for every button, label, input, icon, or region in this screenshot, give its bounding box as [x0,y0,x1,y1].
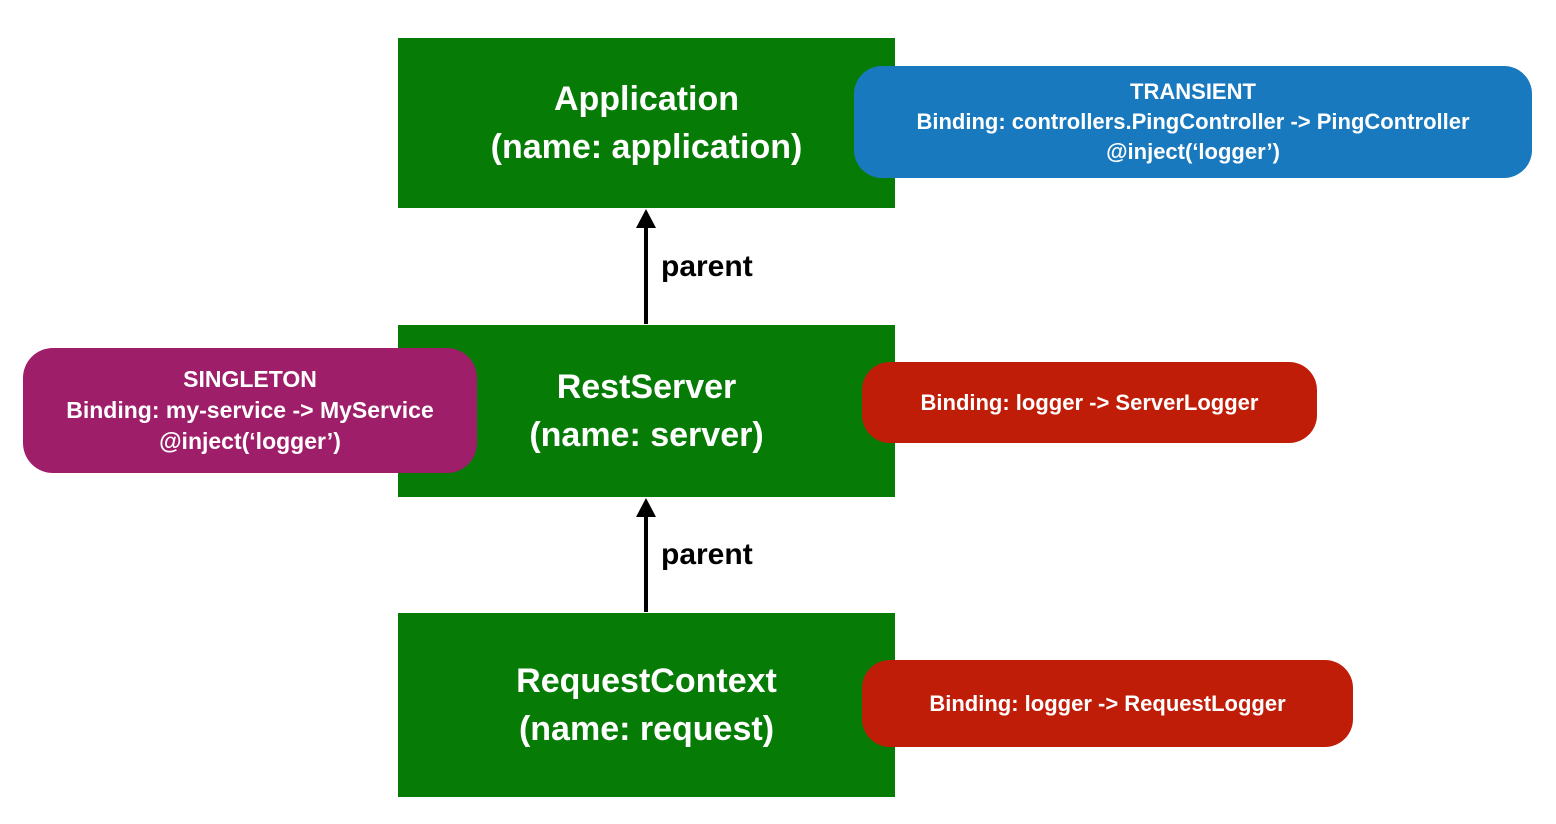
node-rest-server-title: RestServer [556,368,737,406]
callout-transient: TRANSIENT Binding: controllers.PingContr… [854,66,1532,178]
arrow-up-icon [636,209,656,228]
node-rest-server-subtitle: (name: server) [529,416,764,454]
callout-transient-scope: TRANSIENT [1130,79,1256,104]
node-request-context-subtitle: (name: request) [518,710,775,748]
callout-singleton-inject: @inject(‘logger’) [159,428,341,454]
arrow-line [644,517,648,612]
arrow-line [644,228,648,324]
parent-label-upper: parent [661,250,753,283]
node-application: Application (name: application) [398,38,895,208]
callout-transient-inject: @inject(‘logger’) [1106,139,1280,164]
callout-singleton-scope: SINGLETON [183,366,317,392]
parent-arrow-upper [636,209,656,324]
node-application-subtitle: (name: application) [490,128,803,166]
arrow-up-icon [636,498,656,517]
parent-label-lower: parent [661,538,753,571]
node-request-context-title: RequestContext [516,662,777,700]
node-application-title: Application [553,80,740,118]
callout-singleton-binding: Binding: my-service -> MyService [66,397,434,423]
callout-server-logger-binding: Binding: logger -> ServerLogger [862,362,1317,443]
callout-request-logger-text: Binding: logger -> RequestLogger [929,690,1286,716]
callout-request-logger-binding: Binding: logger -> RequestLogger [862,660,1353,747]
node-rest-server: RestServer (name: server) [398,325,895,497]
parent-arrow-lower [636,498,656,612]
node-request-context: RequestContext (name: request) [398,613,895,797]
callout-singleton: SINGLETON Binding: my-service -> MyServi… [23,348,477,473]
callout-server-logger-text: Binding: logger -> ServerLogger [920,389,1259,415]
callout-transient-binding: Binding: controllers.PingController -> P… [916,109,1470,134]
